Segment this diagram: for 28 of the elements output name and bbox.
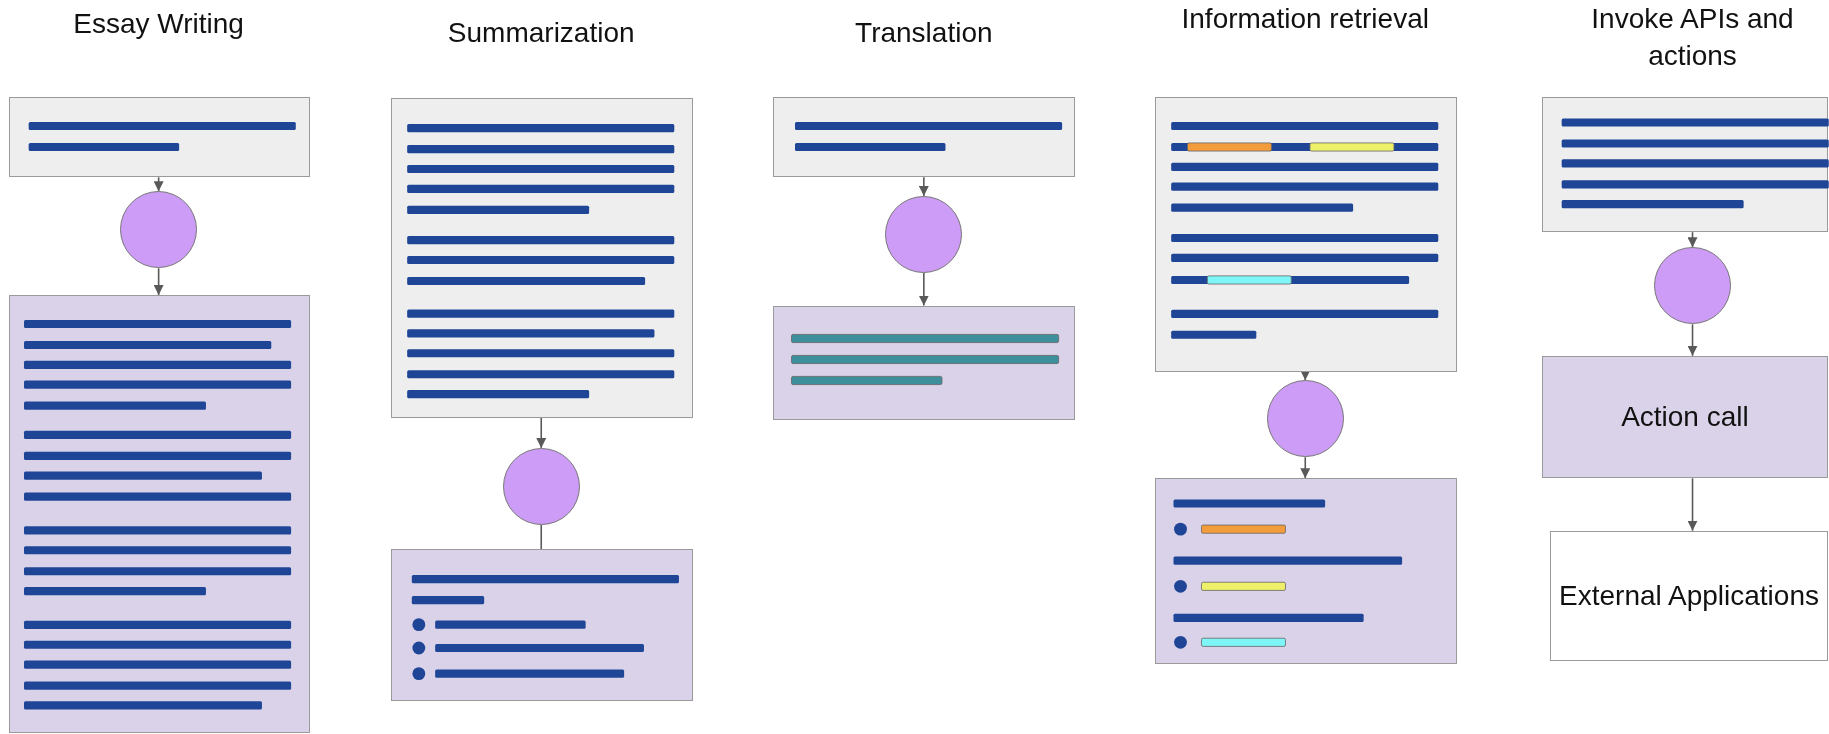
column-title: Invoke APIs and actions (1590, 2, 1795, 73)
arrow (1300, 456, 1311, 480)
column-title: Essay Writing (72, 6, 245, 41)
input-document-box (9, 96, 311, 178)
node-label: Action call (1621, 399, 1749, 434)
output-document-box (390, 549, 693, 701)
arrow (536, 416, 547, 449)
output-document-box (773, 305, 1076, 420)
arrow (918, 176, 929, 197)
column-title: Translation (854, 16, 994, 50)
process-box (1550, 530, 1828, 662)
arrow (1687, 477, 1698, 532)
node-label: External Applications (1559, 578, 1819, 613)
input-document-box (773, 96, 1076, 178)
input-document-box (1542, 96, 1828, 233)
arrow (153, 267, 164, 296)
arrow (153, 176, 164, 193)
input-document-box (390, 97, 693, 418)
column-title: Information retrieval (1180, 2, 1430, 36)
input-document-box (1154, 96, 1457, 373)
arrow (1300, 370, 1311, 382)
output-document-box (1154, 478, 1457, 664)
arrow (1687, 231, 1698, 249)
column-title: Summarization (446, 16, 636, 50)
process-box (1542, 355, 1828, 479)
arrow (918, 272, 929, 307)
arrow (1687, 323, 1698, 357)
output-document-box (9, 295, 311, 733)
